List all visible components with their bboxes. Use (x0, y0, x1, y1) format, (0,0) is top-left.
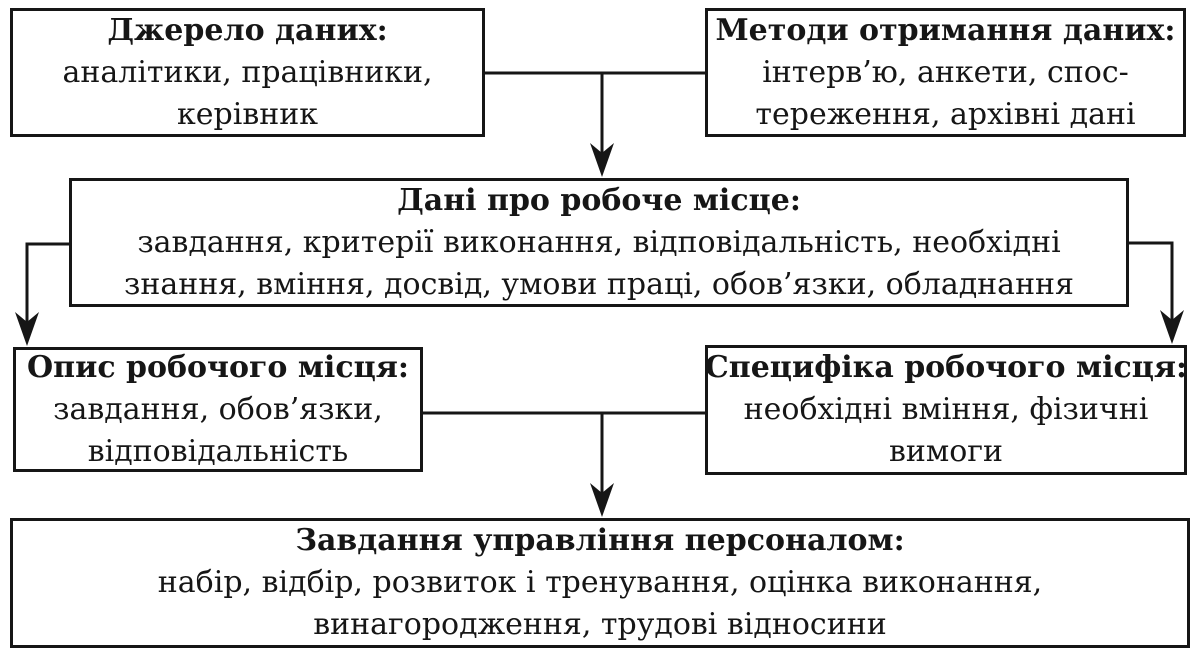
box-body: завдання, обов’язки, відповідальність (53, 391, 383, 469)
connector-right-elbow (1129, 241, 1174, 323)
box-body: інтерв’ю, анкети, спос- тереження, архів… (755, 54, 1136, 132)
box-title: Джерело даних: (107, 12, 388, 48)
box-title: Дані про робоче місце: (397, 182, 801, 218)
box-data-sources: Джерело даних: аналітики, працівники, ке… (10, 8, 485, 137)
arrow-down-into-description-icon (15, 312, 39, 346)
box-title: Завдання управління персоналом: (295, 523, 905, 558)
box-body: необхідні вміння, фізичні вимоги (743, 392, 1149, 469)
box-body: завдання, критерії виконання, відповідал… (124, 224, 1074, 302)
box-title: Специфіка робочого місця: (704, 350, 1188, 385)
box-job-specification: Специфіка робочого місця: необхідні вмін… (705, 345, 1187, 475)
box-hr-tasks: Завдання управління персоналом: набір, в… (10, 518, 1190, 648)
arrow-down-into-job-data-icon (590, 143, 614, 177)
box-title: Методи отримання даних: (715, 12, 1176, 48)
connector-left-elbow (25, 242, 69, 325)
box-body: аналітики, працівники, керівник (62, 54, 433, 132)
arrow-down-into-specification-icon (1160, 310, 1184, 344)
box-title: Опис робочого місця: (27, 349, 409, 385)
arrow-down-into-hr-tasks-icon (590, 483, 614, 517)
box-job-data: Дані про робоче місце: завдання, критері… (69, 178, 1129, 307)
box-job-description: Опис робочого місця: завдання, обов’язки… (13, 347, 423, 472)
box-body: набір, відбір, розвиток і тренування, оц… (157, 565, 1043, 642)
box-data-methods: Методи отримання даних: інтерв’ю, анкети… (705, 8, 1186, 137)
